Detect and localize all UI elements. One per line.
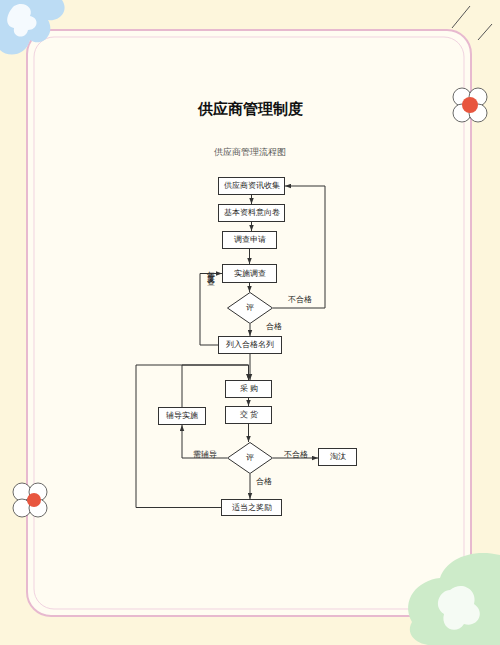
flow-arrow (251, 195, 252, 204)
flow-arrow (249, 249, 250, 264)
flow-arrow (250, 324, 251, 336)
node-text: 评 (246, 454, 254, 462)
decision-diamond: 评 (227, 292, 273, 324)
node-text: 淘汰 (330, 453, 346, 461)
edge-label: 年度复查 (206, 265, 214, 273)
red-flower (453, 88, 487, 122)
flow-arrow (248, 398, 249, 406)
process-box: 采 购 (225, 380, 272, 398)
red-flower (13, 483, 47, 517)
diamond-shape (228, 293, 273, 324)
node-text: 调查申请 (234, 236, 266, 244)
blue-splash (0, 0, 65, 55)
node-text: 采 购 (240, 385, 258, 393)
diamond-shape (228, 443, 273, 474)
process-box: 交 货 (225, 406, 272, 424)
page-title: 供应商管理制度 (0, 100, 500, 119)
edge-label: 不合格 (284, 451, 308, 459)
edge-label: 合格 (256, 478, 272, 486)
node-text: 供应商资讯收集 (224, 182, 280, 190)
flow-arrow (182, 365, 249, 407)
process-box: 适当之奖励 (221, 499, 282, 516)
edge-label: 需辅导 (193, 451, 217, 459)
white-flower (7, 4, 36, 37)
green-splash (408, 553, 500, 645)
chart-caption: 供应商管理流程图 (0, 146, 500, 159)
process-box: 调查申请 (222, 231, 277, 249)
page-frame-inner (34, 37, 464, 609)
node-text: 辅导实施 (166, 412, 198, 420)
node-text: 交 货 (240, 411, 258, 419)
flow-arrow (273, 186, 325, 308)
white-flower (438, 586, 480, 630)
process-box: 列入合格名列 (218, 336, 282, 354)
edge-label: 不合格 (288, 296, 312, 304)
node-text: 适当之奖励 (232, 504, 272, 512)
node-text: 基本资料意向卷 (224, 209, 280, 217)
process-box: 实施调查 (222, 264, 277, 283)
node-text: 评 (246, 304, 254, 312)
flow-arrow (251, 222, 252, 231)
flow-arrow (248, 424, 249, 442)
edge-label: 合格 (266, 323, 282, 331)
flow-arrow (249, 283, 250, 292)
process-box: 辅导实施 (158, 407, 206, 425)
flow-arrow (200, 274, 222, 346)
node-text: 列入合格名列 (226, 341, 274, 349)
node-text: 实施调查 (234, 270, 266, 278)
flow-arrow (250, 354, 251, 380)
process-box: 基本资料意向卷 (218, 204, 285, 222)
deco-stroke (452, 6, 470, 28)
flow-arrow (182, 425, 227, 458)
flow-arrow (136, 365, 249, 508)
flow-arrow (250, 474, 251, 499)
decision-diamond: 评 (227, 442, 273, 474)
deco-stroke (478, 24, 492, 40)
process-box: 供应商资讯收集 (218, 177, 285, 195)
process-box: 淘汰 (318, 448, 357, 466)
